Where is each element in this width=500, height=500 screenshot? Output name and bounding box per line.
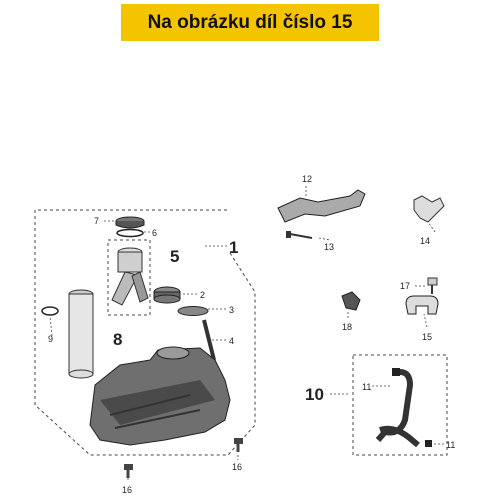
bracket-part [277, 189, 366, 223]
callout-label: 13 [324, 242, 334, 252]
screw-part [286, 231, 313, 239]
fuel-tank-part [89, 346, 231, 446]
callout-label: 5 [170, 247, 179, 266]
filter-part [68, 289, 94, 379]
gasket-part [177, 306, 209, 316]
small-clip-part [341, 291, 361, 311]
callout-label: 6 [152, 228, 157, 238]
clip-part [413, 195, 445, 223]
callout-label: 3 [229, 305, 234, 315]
bolt-part [124, 464, 133, 478]
callout-label: 7 [94, 216, 99, 226]
fuel-hose-part [375, 369, 414, 442]
callout-label: 8 [113, 330, 122, 349]
lock-ring-part [115, 216, 145, 229]
callout-label: 16 [232, 462, 242, 472]
callout-label: 4 [229, 336, 234, 346]
screw-part [427, 277, 438, 294]
hose-subassembly-box [352, 354, 448, 456]
fuel-pump-part [111, 247, 149, 306]
filter-o-ring-part [41, 306, 59, 316]
pump-subassembly-box [107, 239, 151, 316]
callout-label: 15 [422, 332, 432, 342]
callout-label: 9 [48, 334, 53, 344]
callout-label: 11 [362, 382, 371, 392]
callout-label: 2 [200, 290, 205, 300]
callout-label: 17 [400, 281, 410, 291]
part-number-banner: Na obrázku díl číslo 15 [121, 4, 379, 41]
o-ring-part [116, 228, 144, 238]
callout-label: 11 [446, 440, 455, 450]
filler-cap-part [153, 286, 181, 304]
banner-title: Na obrázku díl číslo 15 [147, 12, 353, 33]
fuel-hose-part [379, 425, 420, 448]
rod-part [202, 319, 216, 361]
callout-label: 10 [305, 385, 324, 404]
assembly-outline [34, 209, 256, 456]
callout-label: 12 [302, 174, 312, 184]
callout-label: 1 [229, 238, 238, 257]
hose-clamp-part [405, 295, 439, 315]
leader-lines [49, 186, 444, 482]
hose-clamp-part [392, 368, 400, 376]
callout-label: 14 [420, 236, 430, 246]
hose-clamp-part [425, 440, 432, 447]
callout-label: 18 [342, 322, 352, 332]
bolt-part [234, 438, 243, 452]
callout-label: 16 [122, 485, 132, 495]
